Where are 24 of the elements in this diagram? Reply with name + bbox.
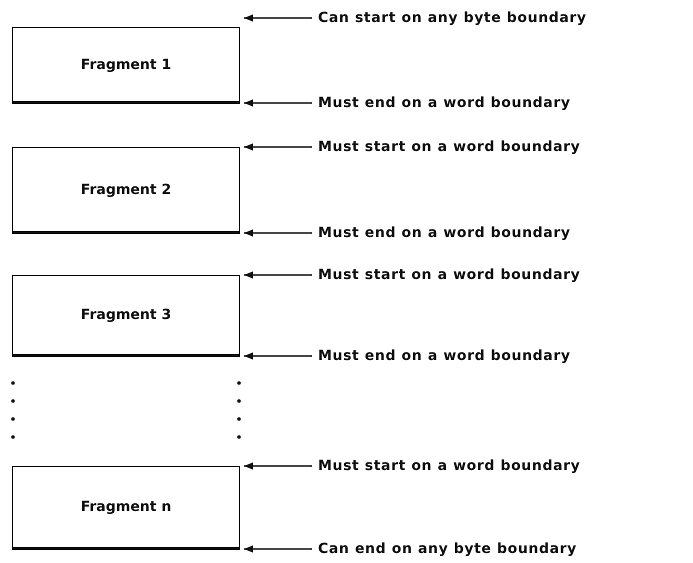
arrow — [244, 271, 312, 279]
boundary-note: Must end on a word boundary — [318, 94, 571, 112]
boundary-note: Can end on any byte boundary — [318, 540, 577, 558]
arrow — [244, 462, 312, 470]
boundary-note: Must end on a word boundary — [318, 224, 571, 242]
arrow — [244, 229, 312, 237]
boundary-note: Must start on a word boundary — [318, 266, 580, 284]
fragment-label: Fragment n — [80, 499, 172, 515]
fragment-label: Fragment 2 — [80, 182, 172, 198]
arrow — [244, 545, 312, 553]
arrow — [244, 99, 312, 107]
boundary-note: Must start on a word boundary — [318, 457, 580, 475]
fragment-box — [12, 275, 240, 357]
fragment-label: Fragment 1 — [80, 56, 172, 72]
arrow — [244, 143, 312, 151]
arrow — [244, 14, 312, 22]
boundary-note: Must start on a word boundary — [318, 138, 580, 156]
fragment-box — [12, 466, 240, 550]
fragment-box — [12, 147, 240, 234]
arrow — [244, 352, 312, 360]
boundary-note: Must end on a word boundary — [318, 347, 571, 365]
fragment-label: Fragment 3 — [80, 307, 172, 323]
fragment-box — [12, 27, 240, 104]
boundary-note: Can start on any byte boundary — [318, 9, 587, 27]
